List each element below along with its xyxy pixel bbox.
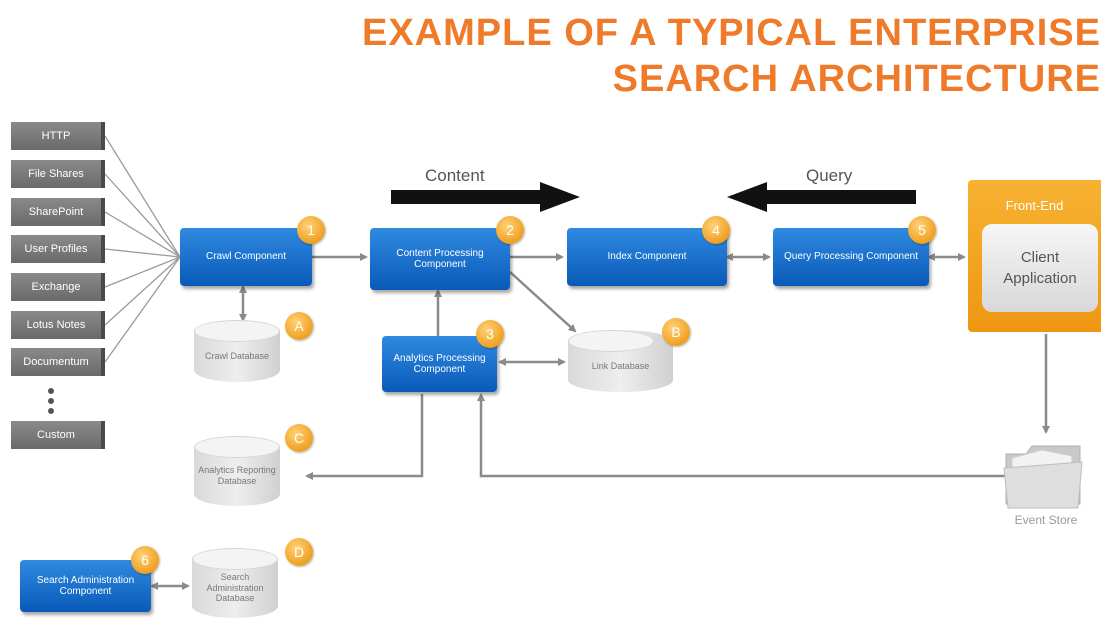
source-documentum: Documentum: [11, 348, 105, 376]
query-flow-label: Query: [806, 166, 853, 185]
badge-crawl-database: A: [285, 312, 313, 340]
badge-query-processing: 5: [908, 216, 936, 244]
crawl-component: Crawl Component: [180, 228, 312, 286]
search-administration-database: Search Administration Database: [192, 548, 278, 618]
front-end-label: Front-End: [1005, 198, 1064, 213]
badge-search-admin-database: D: [285, 538, 313, 566]
link-database: Link Database: [568, 330, 673, 392]
source-lotus-notes: Lotus Notes: [11, 311, 105, 339]
index-component: Index Component: [567, 228, 727, 286]
content-processing-component: Content Processing Component: [370, 228, 510, 290]
analytics-reporting-database-label: Analytics Reporting Database: [198, 465, 276, 486]
link-database-label: Link Database: [591, 360, 650, 371]
content-flow-label: Content: [425, 166, 485, 185]
crawl-database: Crawl Database: [194, 320, 280, 382]
title-line-1: EXAMPLE OF A TYPICAL ENTERPRISE: [361, 12, 1101, 54]
front-end-panel: Front-End Client Application: [968, 180, 1101, 332]
crawl-database-label: Crawl Database: [204, 350, 270, 361]
badge-link-database: B: [662, 318, 690, 346]
search-administration-database-label: Search Administration Database: [206, 571, 264, 604]
source-exchange: Exchange: [11, 273, 105, 301]
source-http: HTTP: [11, 122, 105, 150]
badge-index: 4: [702, 216, 730, 244]
client-application: Client Application: [982, 224, 1098, 312]
event-store-label: Event Store: [1014, 513, 1078, 527]
title-line-2: SEARCH ARCHITECTURE: [612, 58, 1101, 100]
event-store-icon: [1003, 445, 1083, 509]
source-file-shares: File Shares: [11, 160, 105, 188]
search-administration-component: Search Administration Component: [20, 560, 151, 612]
badge-analytics-processing: 3: [476, 320, 504, 348]
query-processing-component: Query Processing Component: [773, 228, 929, 286]
source-user-profiles: User Profiles: [11, 235, 105, 263]
source-sharepoint: SharePoint: [11, 198, 105, 226]
badge-crawl: 1: [297, 216, 325, 244]
badge-search-admin: 6: [131, 546, 159, 574]
badge-analytics-reporting-database: C: [285, 424, 313, 452]
source-custom: Custom: [11, 421, 105, 449]
badge-content-processing: 2: [496, 216, 524, 244]
analytics-processing-component: Analytics Processing Component: [382, 336, 497, 392]
analytics-reporting-database: Analytics Reporting Database: [194, 436, 280, 506]
